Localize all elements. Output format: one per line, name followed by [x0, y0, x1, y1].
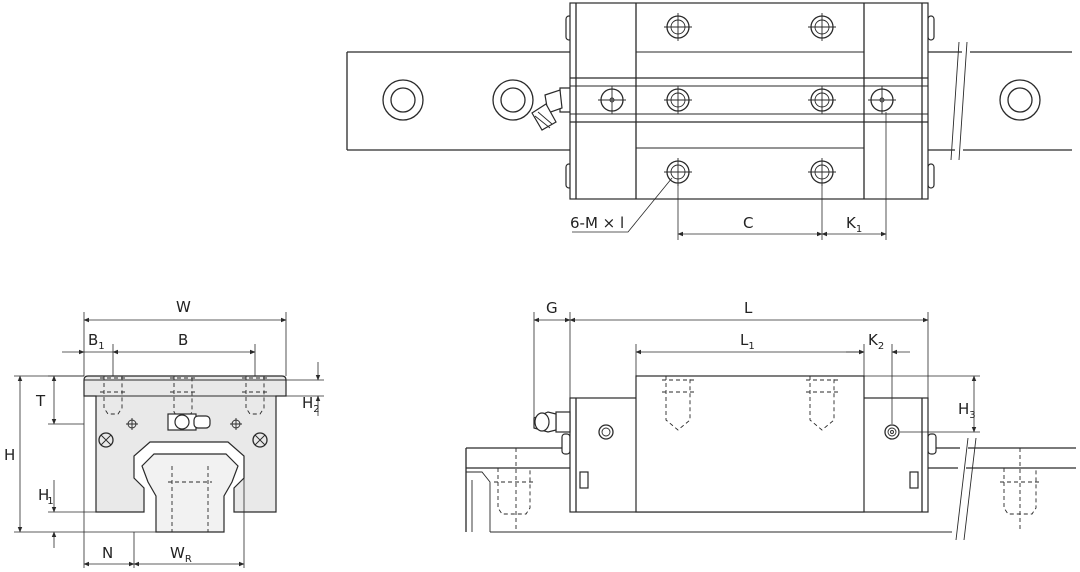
top-mounting-holes — [598, 13, 896, 186]
front-tapped-holes — [98, 376, 268, 532]
dim-label-H: H — [4, 446, 15, 464]
front-carriage — [83, 375, 287, 513]
dim-label-C: C — [743, 214, 753, 232]
hole — [664, 13, 692, 41]
dim-label-K1: K1 — [846, 214, 862, 235]
hole-callout-label: 6-M × l — [570, 214, 624, 232]
dim-label-H2: H2 — [302, 394, 320, 415]
side-carriage — [561, 375, 937, 513]
front-dimensions: W B1 B T H H1 H2 — [4, 298, 324, 568]
dim-label-L: L — [744, 299, 753, 317]
dimension-C-K1: C K1 — [677, 112, 887, 240]
grease-nipple-elbow — [531, 87, 573, 131]
dim-label-W: W — [176, 298, 191, 316]
hole — [664, 158, 692, 186]
dim-label-B: B — [178, 331, 188, 349]
dim-label-G: G — [546, 299, 558, 317]
side-grease-nipple — [533, 411, 571, 433]
dim-label-B1: B1 — [88, 331, 105, 352]
side-view: G L L1 K2 H3 — [465, 299, 1076, 541]
dim-label-H3: H3 — [958, 400, 976, 421]
front-grease-nipple — [167, 413, 211, 431]
hole — [664, 86, 692, 114]
top-carriage — [565, 2, 935, 200]
dim-label-L1: L1 — [740, 331, 755, 352]
dim-label-WR: WR — [170, 544, 192, 565]
hole — [808, 86, 836, 114]
top-view: C K1 6-M × l — [346, 2, 1072, 240]
hole-callout: 6-M × l — [570, 177, 673, 233]
front-rail — [141, 453, 239, 533]
side-dimensions: G L L1 K2 H3 — [533, 299, 980, 433]
hole — [808, 158, 836, 186]
hole — [808, 13, 836, 41]
dim-label-N: N — [102, 544, 113, 562]
dim-label-T: T — [35, 392, 46, 410]
dim-label-K2: K2 — [868, 331, 884, 352]
dim-label-H1: H1 — [38, 486, 54, 507]
front-view: W B1 B T H H1 H2 — [4, 298, 324, 568]
